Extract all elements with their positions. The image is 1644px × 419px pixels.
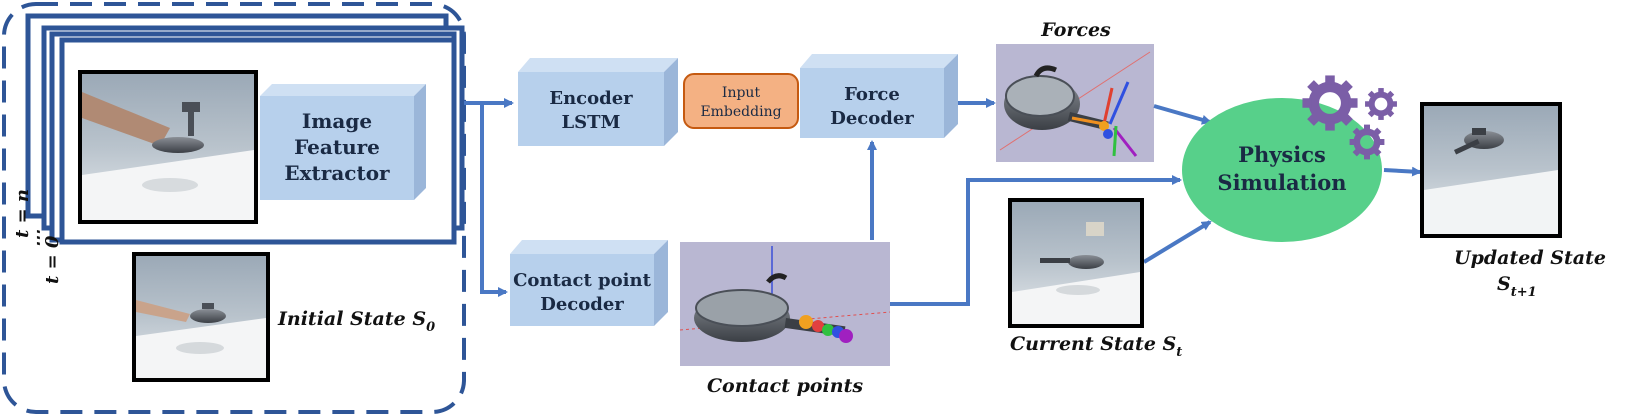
current-state-photo bbox=[1008, 198, 1144, 328]
input-stack-group: Image Feature Extractor t = n ⋯ t = 0 In… bbox=[2, 2, 466, 414]
initial-state-photo bbox=[132, 252, 270, 382]
current-state-caption: Current State St bbox=[1010, 333, 1182, 360]
updated-state-photo bbox=[1420, 102, 1562, 238]
middle-flow-arrows bbox=[867, 98, 1422, 306]
contact-points-render bbox=[679, 242, 891, 366]
time-top-label: t = n bbox=[12, 189, 33, 238]
updated-state-caption: Updated State bbox=[1454, 247, 1606, 269]
embedding-label-1: Input bbox=[722, 85, 761, 101]
initial-state-caption: Initial State S0 bbox=[277, 308, 435, 335]
extractor-label-2: Feature bbox=[294, 135, 380, 159]
physics-simulation-node: Physics Simulation bbox=[1182, 98, 1382, 242]
time-dots-wrap: ⋯ bbox=[28, 229, 49, 248]
contact-decoder-label-2: Decoder bbox=[540, 294, 624, 315]
image-feature-extractor-box: Image Feature Extractor bbox=[260, 84, 426, 200]
time-labels: t = n bbox=[12, 189, 33, 238]
force-decoder-label-2: Decoder bbox=[830, 108, 914, 129]
contact-points-caption: Contact points bbox=[707, 375, 863, 397]
forces-render bbox=[996, 44, 1154, 162]
force-decoder-box: Force Decoder bbox=[800, 54, 958, 138]
extractor-label-1: Image bbox=[302, 109, 372, 133]
contact-decoder-box: Contact point Decoder bbox=[510, 240, 668, 326]
time-dots-label: ⋯ bbox=[28, 229, 49, 248]
forces-title: Forces bbox=[1040, 19, 1111, 41]
physics-label-2: Simulation bbox=[1217, 170, 1346, 195]
embedding-label-2: Embedding bbox=[700, 104, 781, 120]
time-bottom-wrap: t = 0 bbox=[42, 235, 63, 284]
contact-decoder-label-1: Contact point bbox=[513, 270, 651, 291]
frame-photo bbox=[78, 70, 258, 224]
extractor-label-3: Extractor bbox=[284, 161, 390, 185]
encoder-label-2: LSTM bbox=[562, 112, 621, 133]
physics-label-1: Physics bbox=[1238, 142, 1326, 167]
stack-to-branches-arrows bbox=[464, 98, 514, 297]
encoder-lstm-box: Encoder LSTM bbox=[518, 58, 678, 146]
force-decoder-label-1: Force bbox=[844, 84, 900, 105]
updated-state-symbol: St+1 bbox=[1497, 273, 1537, 300]
encoder-label-1: Encoder bbox=[549, 88, 633, 109]
time-bottom-label: t = 0 bbox=[42, 235, 63, 284]
input-embedding-box: Input Embedding bbox=[683, 73, 799, 129]
